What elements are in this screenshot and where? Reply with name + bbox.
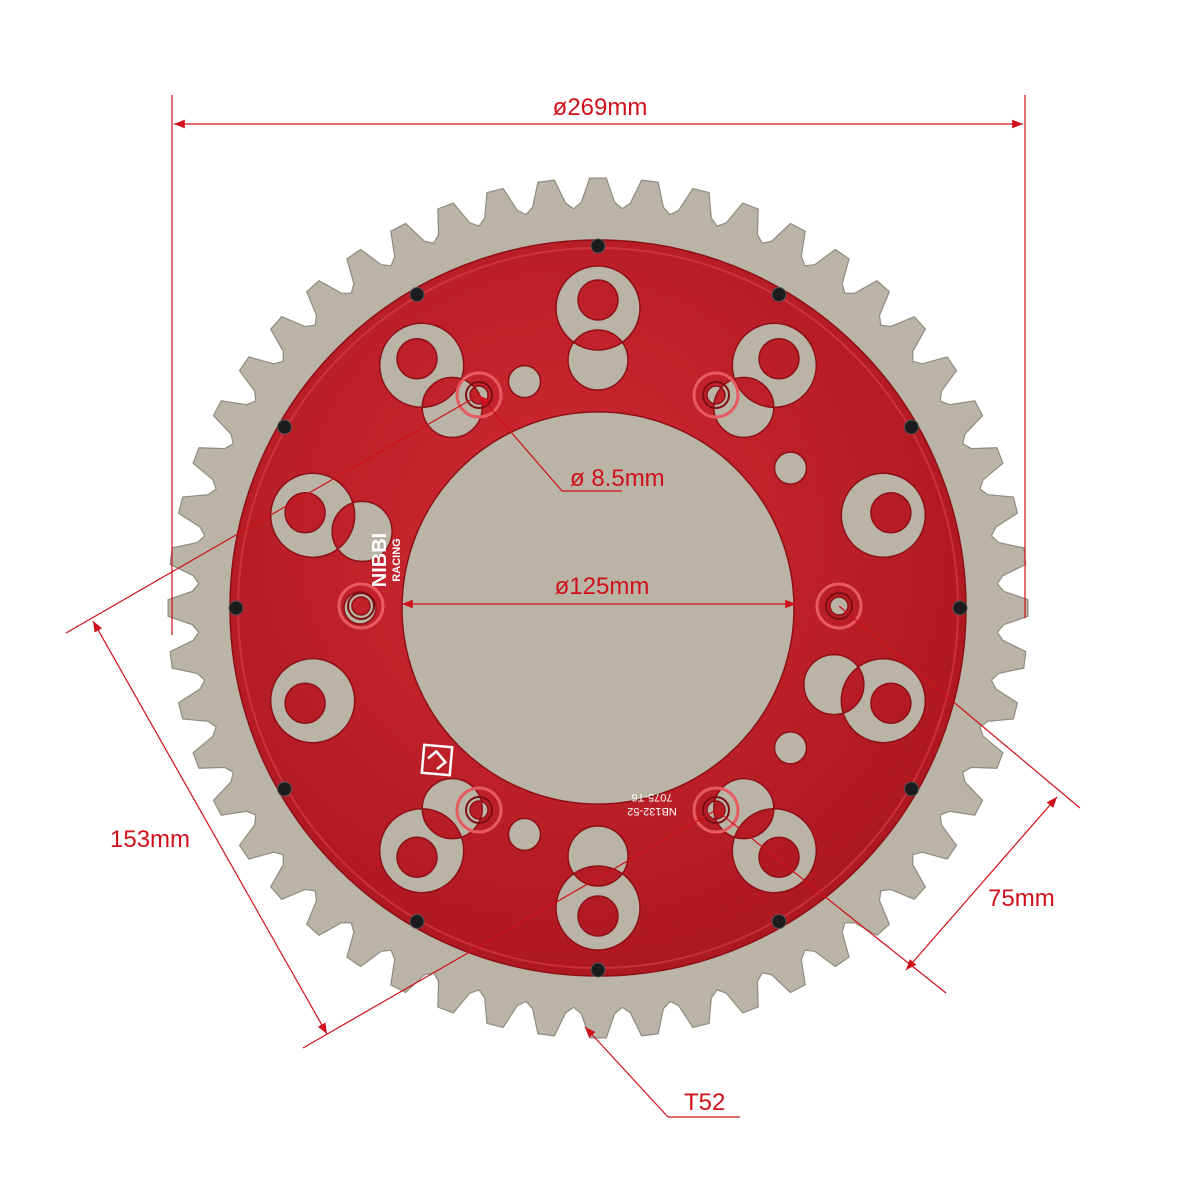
rivet-bolt: [409, 287, 425, 302]
dimension-lines: [65, 95, 1081, 1118]
mounting-hole-boss: [455, 371, 503, 419]
bolt-circle-line: [92, 620, 328, 1035]
bolt-spacing-extension-top: [838, 605, 1081, 809]
brand-logo: NIBBI RACING: [369, 533, 403, 587]
mounting-hole-bore: [825, 592, 853, 620]
teeth-leader: [584, 1026, 669, 1118]
bolt-circle-extension-top: [65, 394, 480, 634]
rivet-bolt: [409, 914, 425, 929]
rivet-bolt: [277, 419, 292, 435]
rivet-bolt: [277, 781, 292, 797]
rivet-bolt: [771, 287, 787, 302]
rivet-bolt: [590, 962, 606, 978]
part-marking: NB132-52 7075-T6: [627, 791, 677, 817]
mounting-hole-boss: [692, 371, 740, 419]
bolt-circle-label: 153mm: [110, 826, 190, 853]
teeth-label: T52: [684, 1089, 725, 1116]
center-bore-label: ø125mm: [555, 573, 650, 600]
mounting-hole-bore: [702, 796, 730, 824]
mounting-hole-boss: [815, 582, 863, 630]
rivet-bolt: [904, 781, 919, 797]
mounting-hole-bore: [702, 381, 730, 409]
mounting-hole-boss: [692, 786, 740, 834]
part-number: NB132-52: [627, 805, 677, 817]
material-grade: 7075-T6: [632, 791, 673, 803]
mounting-hole-bore: [347, 592, 375, 620]
bolt-spacing-label: 75mm: [988, 885, 1055, 912]
mounting-hole-bore: [465, 796, 493, 824]
mounting-hole-boss: [455, 786, 503, 834]
brand-subtitle: RACING: [391, 538, 403, 581]
bolt-hole-leader: [478, 394, 563, 492]
bolt-circle-extension-bottom: [302, 809, 717, 1049]
mounting-hole-bore: [465, 381, 493, 409]
rivet-bolt: [771, 914, 787, 929]
bolt-hole-label: ø 8.5mm: [570, 465, 665, 492]
hole-rims: [337, 371, 863, 834]
brand-name: NIBBI: [369, 533, 391, 587]
bolt-spacing-line: [905, 796, 1058, 971]
brand-emblem: [420, 743, 454, 777]
rivet-bolt: [590, 238, 606, 254]
mounting-hole-boss: [337, 582, 385, 630]
rivet-bolt: [228, 600, 244, 616]
outer-diameter-label: ø269mm: [553, 94, 648, 121]
rivet-bolt: [904, 419, 919, 435]
rivet-bolt: [952, 600, 968, 616]
rivet-bolts: [228, 238, 968, 978]
